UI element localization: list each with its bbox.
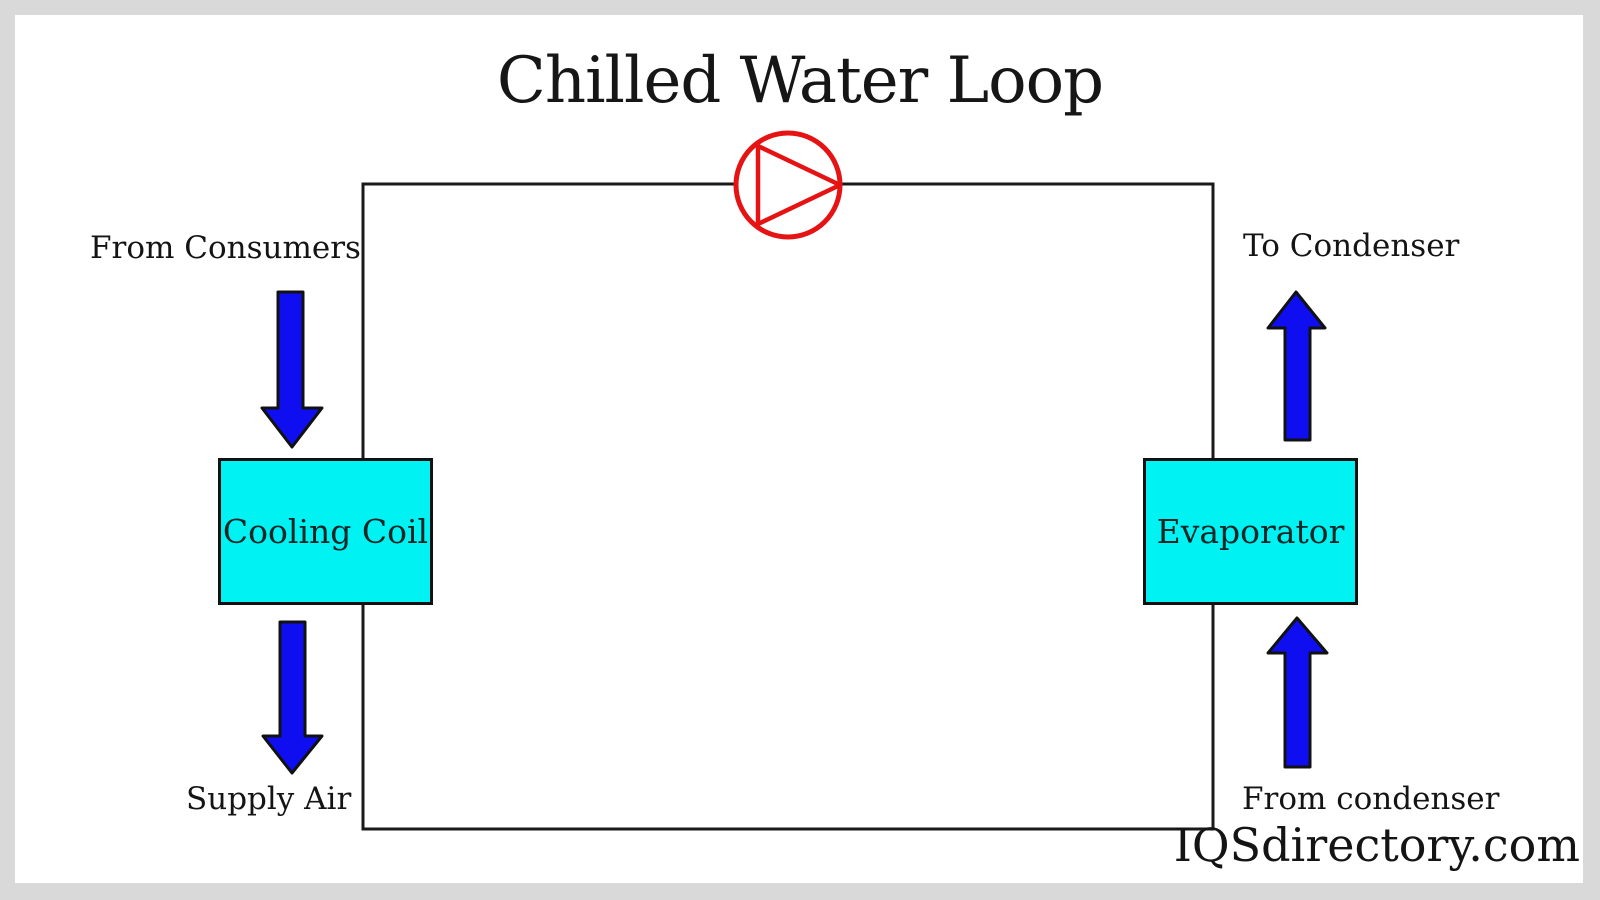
- from-condenser-label: From condenser: [1242, 781, 1500, 817]
- to-condenser-label: To Condenser: [1243, 228, 1460, 264]
- from-consumers-down-arrow-icon: [260, 290, 324, 449]
- supply-air-down-arrow-icon: [261, 620, 324, 775]
- pump-icon: [733, 130, 843, 240]
- pipe-loop: [361, 182, 1215, 831]
- cooling-coil-label: Cooling Coil: [222, 512, 429, 551]
- supply-air-label: Supply Air: [186, 781, 352, 817]
- watermark-text: IQSdirectory.com: [1173, 818, 1580, 872]
- from-condenser-up-arrow-icon: [1266, 616, 1329, 769]
- from-consumers-label: From Consumers: [90, 230, 361, 266]
- cooling-coil-box: Cooling Coil: [218, 458, 433, 605]
- to-condenser-up-arrow-icon: [1266, 290, 1327, 442]
- evaporator-label: Evaporator: [1156, 512, 1345, 551]
- evaporator-box: Evaporator: [1143, 458, 1358, 605]
- diagram-title: Chilled Water Loop: [496, 44, 1104, 118]
